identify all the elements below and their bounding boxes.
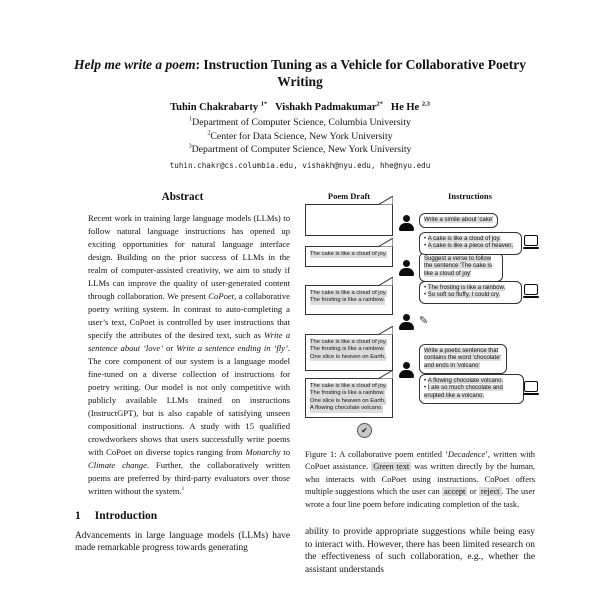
instruction-bubble-2: Suggest a verse to follow the sentence '… xyxy=(419,251,503,283)
introduction-text: Advancements in large language models (L… xyxy=(75,530,290,554)
user-icon xyxy=(398,361,414,378)
two-column-body: Abstract Recent work in training large l… xyxy=(75,191,545,577)
laptop-icon xyxy=(523,380,539,395)
suggestions-bubble-3: A flowing chocolate volcano. I ate so mu… xyxy=(419,373,524,405)
instruction-bubble-1: Write a simile about 'cake' xyxy=(419,212,499,229)
suggestion-item: So soft so fluffy, I could cry. xyxy=(424,292,517,300)
note-fold-icon xyxy=(378,276,393,286)
suggestions-bubble-2: The frosting is like a rainbow. So soft … xyxy=(419,280,522,304)
abstract-text: Recent work in training large language m… xyxy=(88,212,290,497)
poem-line: The cake is like a cloud of joy. xyxy=(310,250,387,259)
user-icon xyxy=(398,313,414,330)
note-fold-icon xyxy=(378,369,393,379)
poem-draft-note-5: The cake is like a cloud of joy. The fro… xyxy=(305,369,393,418)
author-emails: tuhin.chakr@cs.columbia.edu, vishakh@nyu… xyxy=(169,160,431,170)
laptop-icon xyxy=(523,283,539,298)
laptop-icon xyxy=(523,234,539,249)
figure-1-diagram: Poem Draft Instructions The cake is like… xyxy=(305,190,539,443)
user-icon xyxy=(398,214,414,231)
pencil-icon: ✎ xyxy=(419,314,429,327)
authors-line: Tuhin Chakrabarty 1* Vishakh Padmakumar2… xyxy=(170,100,430,113)
section-title: Introduction xyxy=(94,509,158,522)
note-fold-icon xyxy=(378,325,393,335)
instruction-text: Suggest a verse to follow the sentence '… xyxy=(424,255,492,277)
poem-draft-note-empty xyxy=(305,195,393,236)
suggestion-item: A cake is like a cloud of joy. xyxy=(424,235,517,244)
poem-draft-note-4: The cake is like a cloud of joy. The fro… xyxy=(305,325,393,371)
introduction-heading: 1 Introduction xyxy=(75,510,290,522)
section-number: 1 xyxy=(75,509,81,522)
suggestion-item: A flowing chocolate volcano. xyxy=(424,377,519,386)
poem-line-human: One slice is heaven on Earth, xyxy=(310,397,386,406)
note-fold-icon xyxy=(378,195,393,205)
affiliation-2: 2Center for Data Science, New York Unive… xyxy=(207,130,393,142)
poem-line: The cake is like a cloud of joy. xyxy=(310,338,387,347)
instruction-text: Write a simile about 'cake' xyxy=(424,216,494,223)
instruction-bubble-3: Write a poetic sentence that contains th… xyxy=(419,343,507,375)
suggestion-item: I ate so much chocolate and erupted like… xyxy=(424,385,519,400)
suggestions-bubble-1: A cake is like a cloud of joy. A cake is… xyxy=(419,231,522,255)
poem-line: The cake is like a cloud of joy. xyxy=(310,382,387,391)
affiliation-3: 3Department of Computer Science, New Yor… xyxy=(188,143,412,155)
poem-line: The frosting is like a rainbow. xyxy=(310,390,385,398)
abstract-heading: Abstract xyxy=(161,190,204,203)
note-fold-icon xyxy=(378,237,393,247)
instructions-column-header: Instructions xyxy=(448,190,492,201)
poem-line: The frosting is like a rainbow. xyxy=(310,297,385,305)
poem-draft-column-header: Poem Draft xyxy=(327,190,371,201)
suggestion-item: The frosting is like a rainbow. xyxy=(424,284,517,293)
poem-draft-note-3: The cake is like a cloud of joy. The fro… xyxy=(305,276,393,315)
figure-1-caption: Figure 1: A collaborative poem entitled … xyxy=(305,449,535,509)
right-column-text: ability to provide appropriate suggestio… xyxy=(305,527,535,576)
user-icon xyxy=(398,259,414,276)
task-complete-check-icon: ✔ xyxy=(357,422,372,438)
poem-line: A flowing chocolate volcano. xyxy=(310,405,383,413)
poem-draft-note-2: The cake is like a cloud of joy. xyxy=(305,237,393,267)
left-column: Abstract Recent work in training large l… xyxy=(75,191,290,577)
affiliation-1: 1Department of Computer Science, Columbi… xyxy=(189,116,411,128)
instruction-text: Write a poetic sentence that contains th… xyxy=(424,347,501,369)
poem-line-human: One slice is heaven on Earth, xyxy=(310,353,386,362)
suggestion-item: A cake is like a piece of heaven. xyxy=(424,243,517,251)
affiliations-block: 1Department of Computer Science, Columbi… xyxy=(0,116,600,157)
poem-line: The cake is like a cloud of joy. xyxy=(310,289,387,298)
right-column: Poem Draft Instructions The cake is like… xyxy=(305,190,539,577)
poem-line: The frosting is like a rainbow. xyxy=(310,346,385,354)
paper-title: Help me write a poem: Instruction Tuning… xyxy=(74,57,526,89)
